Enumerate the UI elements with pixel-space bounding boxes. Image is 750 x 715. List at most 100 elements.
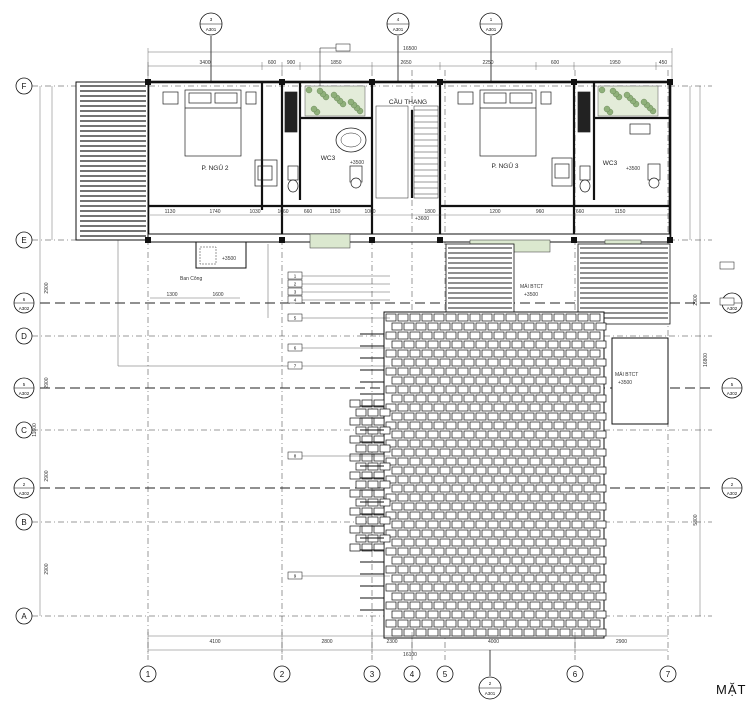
roof-tile: [571, 358, 583, 367]
roof-tile: [547, 574, 559, 583]
roof-tile: [529, 583, 541, 592]
roof-tile: [529, 565, 541, 574]
roof-tile: [451, 592, 463, 601]
roof-tile: [469, 385, 481, 394]
roof-tile: [577, 421, 589, 430]
roof-tile: [391, 484, 403, 493]
roof-tile: [439, 592, 451, 601]
roof-tile: [577, 601, 589, 610]
roof-tile: [547, 520, 559, 529]
roof-tile: [535, 502, 547, 511]
grid-label-row: B: [21, 518, 26, 527]
roof-tile: [595, 520, 607, 529]
foliage-leaf: [347, 98, 355, 106]
roof-label-2: MÁI BTCT: [615, 371, 638, 378]
roof-tile: [391, 592, 403, 601]
roof-tile: [427, 322, 439, 331]
roof-tile: [547, 412, 559, 421]
roof-tile: [493, 403, 505, 412]
roof-tile: [439, 358, 451, 367]
roof-strip: [445, 243, 515, 319]
roof-tile: [427, 394, 439, 403]
roof-tile: [505, 529, 517, 538]
roof-tile: [367, 516, 379, 525]
roof-tile: [499, 394, 511, 403]
roof-tile: [439, 520, 451, 529]
roof-tile: [571, 538, 583, 547]
level-stair: +3600: [415, 216, 429, 222]
roof-tile: [475, 556, 487, 565]
grid-bubble-col: [273, 665, 291, 683]
roof-tile: [349, 453, 361, 462]
roof-tile: [565, 421, 577, 430]
grid-label-col: 3: [370, 670, 375, 679]
roof-tile: [469, 619, 481, 628]
roof-tile: [397, 439, 409, 448]
roof-tile: [481, 565, 493, 574]
roof-tile: [499, 322, 511, 331]
roof-tile: [433, 601, 445, 610]
roof-tile: [475, 628, 487, 637]
roof-tile: [355, 444, 367, 453]
roof-tile: [481, 457, 493, 466]
roof-tile: [367, 444, 379, 453]
roof-tile: [397, 313, 409, 322]
roof-tile: [583, 376, 595, 385]
roof-tile: [409, 421, 421, 430]
inner-dimension: 960: [536, 209, 545, 215]
right-total-dimension: 16800: [703, 353, 709, 367]
bed-room-2: [162, 89, 257, 157]
roof-tile: [481, 547, 493, 556]
foliage-leaf: [609, 87, 617, 95]
roof-tile: [415, 538, 427, 547]
roof-tile: [457, 619, 469, 628]
roof-tile: [457, 565, 469, 574]
roof-tile: [451, 484, 463, 493]
bottom-dimension: 2900: [616, 639, 627, 645]
roof-tile: [517, 601, 529, 610]
roof-tile: [409, 331, 421, 340]
left-dimension: 2900: [44, 470, 50, 481]
roof-tile: [499, 556, 511, 565]
roof-tile: [559, 502, 571, 511]
grid-label-col: 2: [280, 670, 285, 679]
inner-dimension: 1150: [615, 209, 626, 215]
roof-tile: [463, 484, 475, 493]
roof-tile: [571, 520, 583, 529]
roof-tile: [559, 484, 571, 493]
roof-tile: [475, 592, 487, 601]
roof-tile: [421, 349, 433, 358]
roof-tile: [547, 556, 559, 565]
roof-tile: [523, 520, 535, 529]
roof-tile: [457, 349, 469, 358]
roof-label-1: MÁI BTCT: [520, 283, 543, 290]
section-bubble-num: 5: [731, 382, 734, 387]
roof-tile: [469, 421, 481, 430]
bottom-dimension: 2300: [386, 639, 397, 645]
callout-tag-text: 5: [294, 316, 297, 321]
roof-tile: [559, 538, 571, 547]
roof-tile: [487, 394, 499, 403]
roof-tile: [487, 484, 499, 493]
roof-tile: [457, 331, 469, 340]
roof-tile: [577, 367, 589, 376]
roof-tile: [457, 601, 469, 610]
grid-label-col: 4: [410, 670, 415, 679]
roof-tile: [385, 385, 397, 394]
roof-tile: [457, 385, 469, 394]
roof-tile: [421, 601, 433, 610]
roof-tile: [433, 349, 445, 358]
roof-tile: [529, 529, 541, 538]
roof-tile: [565, 457, 577, 466]
roof-tile: [415, 610, 427, 619]
roof-tile: [493, 439, 505, 448]
roof-tile: [523, 628, 535, 637]
roof-tile: [565, 565, 577, 574]
top-dimension: 1850: [330, 60, 341, 66]
roof-tile: [427, 574, 439, 583]
roof-tile: [421, 331, 433, 340]
roof-tile: [535, 574, 547, 583]
roof-tile: [541, 511, 553, 520]
roof-tile: [499, 502, 511, 511]
